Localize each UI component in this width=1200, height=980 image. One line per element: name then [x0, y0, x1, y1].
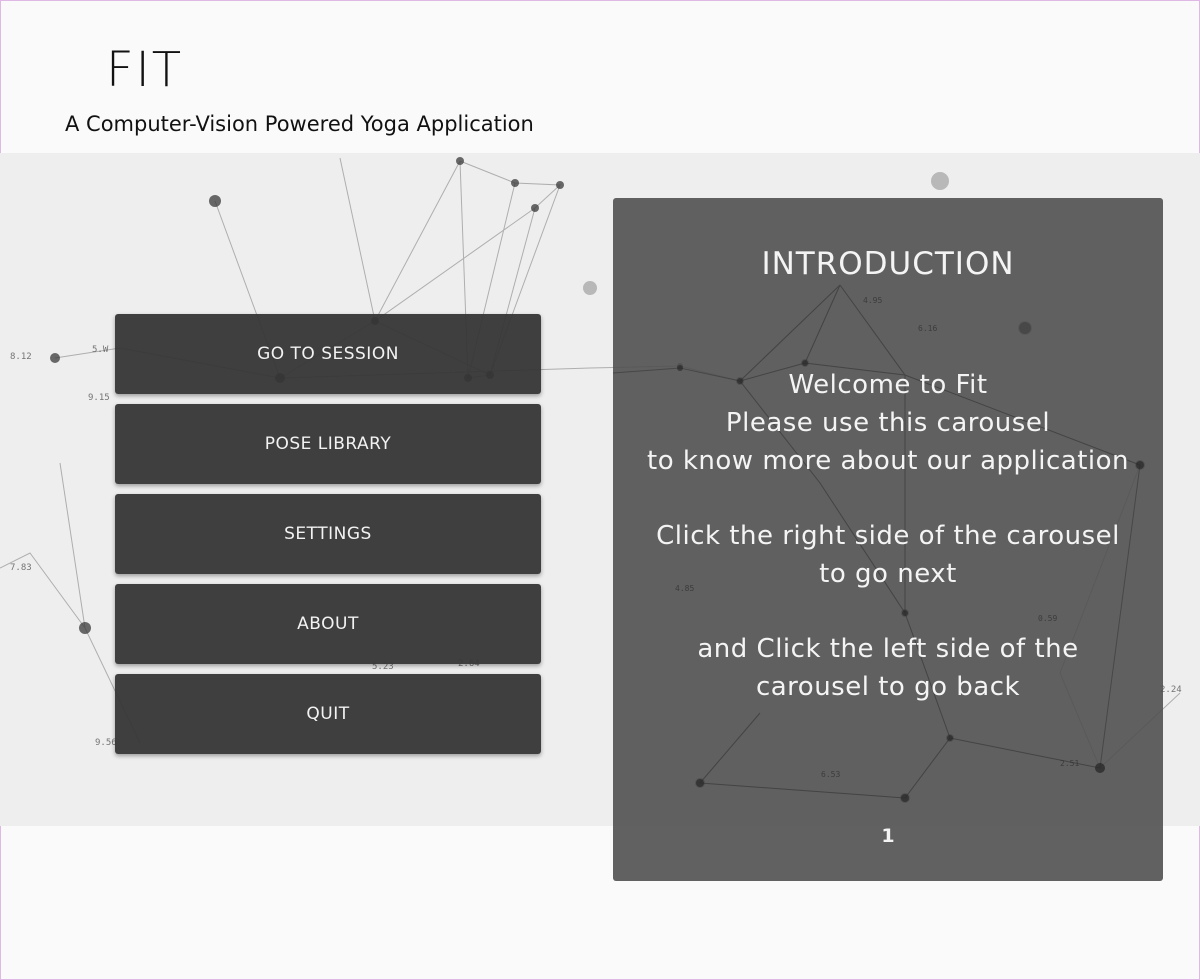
carousel-bg-number: 4.85 — [675, 584, 694, 593]
bg-number: 9.56 — [95, 738, 117, 748]
bg-number: 8.12 — [10, 352, 32, 362]
carousel-page-indicator: 1 — [881, 825, 895, 847]
carousel-paragraph: and Click the left side of the carousel … — [633, 630, 1143, 706]
app-subtitle: A Computer-Vision Powered Yoga Applicati… — [65, 112, 534, 136]
bg-number: 2.64 — [458, 659, 480, 669]
carousel-paragraph: Click the right side of the carousel to … — [633, 517, 1143, 593]
bg-number: 5.23 — [372, 662, 394, 672]
carousel-line: Please use this carousel — [725, 408, 1051, 438]
go-to-session-button[interactable]: GO TO SESSION — [115, 314, 541, 394]
introduction-carousel[interactable]: 4.85 6.16 4.95 0.59 6.53 2.51 INTRODUCTI… — [613, 198, 1163, 881]
carousel-next-zone[interactable] — [888, 198, 1163, 881]
bg-number: 9.15 — [88, 393, 110, 403]
bg-number: 7.83 — [10, 563, 32, 573]
carousel-title: INTRODUCTION — [761, 246, 1015, 282]
carousel-previous-zone[interactable] — [613, 198, 888, 881]
carousel-bg-number: 6.16 — [918, 324, 937, 333]
carousel-line: and Click the left side of the — [697, 634, 1079, 664]
app-title: FIT — [106, 42, 184, 98]
carousel-bg-number: 0.59 — [1038, 614, 1057, 623]
pose-library-button[interactable]: POSE LIBRARY — [115, 404, 541, 484]
carousel-body: Welcome to Fit Please use this carousel … — [633, 366, 1143, 743]
bg-number: 2.24 — [1160, 685, 1182, 695]
carousel-bg-number: 6.53 — [821, 770, 840, 779]
carousel-line: carousel to go back — [755, 672, 1021, 702]
main-menu: GO TO SESSION POSE LIBRARY SETTINGS ABOU… — [115, 314, 541, 764]
carousel-line: to know more about our application — [647, 446, 1129, 476]
carousel-bg-number: 2.51 — [1060, 759, 1079, 768]
carousel-line: Click the right side of the carousel — [656, 521, 1120, 551]
about-button[interactable]: ABOUT — [115, 584, 541, 664]
bg-number: 5.W — [92, 345, 109, 355]
quit-button[interactable]: QUIT — [115, 674, 541, 754]
carousel-paragraph: Welcome to Fit Please use this carousel … — [633, 366, 1143, 480]
settings-button[interactable]: SETTINGS — [115, 494, 541, 574]
carousel-line: to go next — [819, 559, 957, 589]
carousel-line: Welcome to Fit — [788, 370, 988, 400]
carousel-bg-number: 4.95 — [863, 296, 882, 305]
